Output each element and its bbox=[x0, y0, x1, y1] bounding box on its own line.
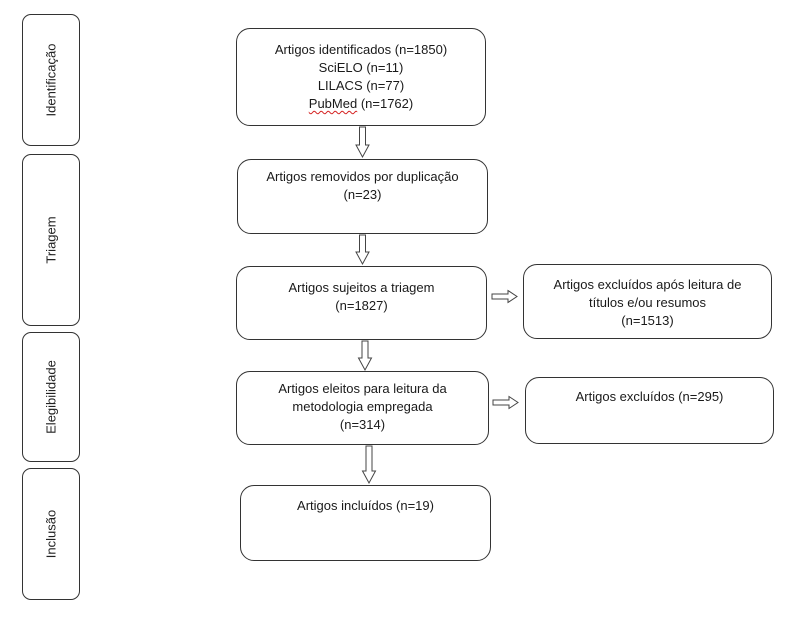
identified-lilacs: LILACS (n=77) bbox=[317, 78, 405, 93]
screening-label: Artigos sujeitos a triagem bbox=[288, 280, 435, 295]
box-identified: Artigos identificados (n=1850) SciELO (n… bbox=[236, 28, 486, 126]
box-excluded-method: Artigos excluídos (n=295) bbox=[525, 377, 774, 444]
stage-inclusao: Inclusão bbox=[22, 468, 80, 600]
excluded-titles-count: (n=1513) bbox=[621, 313, 674, 328]
arrow-down-eligible-to-included bbox=[361, 445, 377, 485]
stage-identificacao: Identificação bbox=[22, 14, 80, 146]
duplicates-count: (n=23) bbox=[343, 187, 382, 202]
arrow-down-identified-to-duplicates bbox=[355, 126, 370, 159]
arrow-down-screening-to-eligible bbox=[357, 340, 373, 372]
identified-total: Artigos identificados (n=1850) bbox=[274, 42, 448, 57]
included-label: Artigos incluídos (n=19) bbox=[297, 498, 434, 513]
pubmed-name: PubMed bbox=[308, 96, 358, 111]
eligible-count: (n=314) bbox=[339, 417, 386, 432]
arrow-right-eligible-to-excluded bbox=[492, 395, 519, 410]
excluded-titles-line2: títulos e/ou resumos bbox=[588, 295, 707, 310]
identified-pubmed: PubMed (n=1762) bbox=[237, 95, 485, 113]
eligible-line2: metodologia empregada bbox=[292, 399, 433, 414]
excluded-titles-line1: Artigos excluídos após leitura de bbox=[553, 277, 742, 292]
duplicates-label: Artigos removidos por duplicação bbox=[266, 169, 459, 184]
stage-elegibilidade: Elegibilidade bbox=[22, 332, 80, 462]
identified-scielo: SciELO (n=11) bbox=[318, 60, 404, 75]
box-excluded-titles: Artigos excluídos após leitura de título… bbox=[523, 264, 772, 339]
eligible-line1: Artigos eleitos para leitura da bbox=[278, 381, 447, 396]
box-duplicates: Artigos removidos por duplicação (n=23) bbox=[237, 159, 488, 234]
arrow-right-screening-to-excluded bbox=[491, 289, 518, 304]
pubmed-count: (n=1762) bbox=[357, 96, 414, 111]
box-eligible: Artigos eleitos para leitura da metodolo… bbox=[236, 371, 489, 445]
arrow-down-duplicates-to-screening bbox=[355, 234, 370, 266]
box-screening: Artigos sujeitos a triagem (n=1827) bbox=[236, 266, 487, 340]
screening-count: (n=1827) bbox=[335, 298, 388, 313]
box-included: Artigos incluídos (n=19) bbox=[240, 485, 491, 561]
stage-triagem: Triagem bbox=[22, 154, 80, 326]
excluded-method-label: Artigos excluídos (n=295) bbox=[575, 389, 724, 404]
